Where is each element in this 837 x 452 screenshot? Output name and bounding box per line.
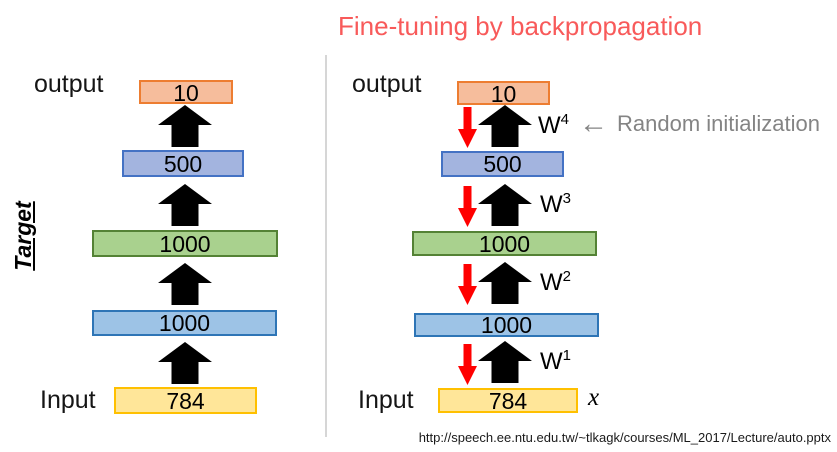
up-arrow-icon xyxy=(158,342,212,384)
weight-exponent: 4 xyxy=(560,111,569,128)
weight-label-w1: W1 xyxy=(540,347,571,376)
up-arrow-icon xyxy=(158,105,212,147)
left-layer-output-10: 10 xyxy=(139,80,233,105)
weight-exponent: 3 xyxy=(562,190,571,207)
red-down-arrow-icon xyxy=(458,186,477,227)
red-down-arrow-icon xyxy=(458,107,477,148)
right-layer-hidden-1000-blue: 1000 xyxy=(414,313,599,337)
right-output-label: output xyxy=(352,70,422,98)
up-arrow-icon xyxy=(478,105,532,147)
weight-label-w4: W4 xyxy=(538,111,569,140)
up-arrow-icon xyxy=(478,341,532,383)
red-down-arrow-icon xyxy=(458,344,477,385)
vertical-divider xyxy=(325,55,327,437)
target-side-label: Target xyxy=(10,201,36,271)
source-url: http://speech.ee.ntu.edu.tw/~tlkagk/cour… xyxy=(418,430,831,445)
weight-base: W xyxy=(540,348,563,375)
left-arrow-icon: ← xyxy=(579,108,608,140)
weight-exponent: 1 xyxy=(562,347,571,364)
random-init-annotation: ← Random initialization xyxy=(579,109,820,139)
weight-label-w2: W2 xyxy=(540,268,571,297)
right-input-label: Input xyxy=(358,386,414,414)
right-layer-hidden-500: 500 xyxy=(441,151,564,177)
left-layer-hidden-1000-green: 1000 xyxy=(92,230,278,257)
weight-exponent: 2 xyxy=(562,268,571,285)
left-layer-hidden-500: 500 xyxy=(122,150,244,177)
left-layer-input-784: 784 xyxy=(114,387,257,414)
up-arrow-icon xyxy=(478,184,532,226)
slide-title: Fine-tuning by backpropagation xyxy=(338,11,703,41)
weight-base: W xyxy=(540,269,563,296)
up-arrow-icon xyxy=(158,263,212,305)
weight-label-w3: W3 xyxy=(540,190,571,219)
weight-base: W xyxy=(540,191,563,218)
left-layer-hidden-1000-blue: 1000 xyxy=(92,310,277,336)
up-arrow-icon xyxy=(158,184,212,226)
left-input-label: Input xyxy=(40,386,96,414)
right-layer-output-10: 10 xyxy=(457,81,550,106)
weight-base: W xyxy=(538,112,561,139)
right-layer-input-784: 784 xyxy=(438,388,578,413)
annotation-text: Random initialization xyxy=(617,111,820,136)
red-down-arrow-icon xyxy=(458,264,477,305)
right-layer-hidden-1000-green: 1000 xyxy=(412,231,597,256)
left-output-label: output xyxy=(34,70,104,98)
up-arrow-icon xyxy=(478,262,532,304)
input-vector-symbol: x xyxy=(588,384,600,411)
